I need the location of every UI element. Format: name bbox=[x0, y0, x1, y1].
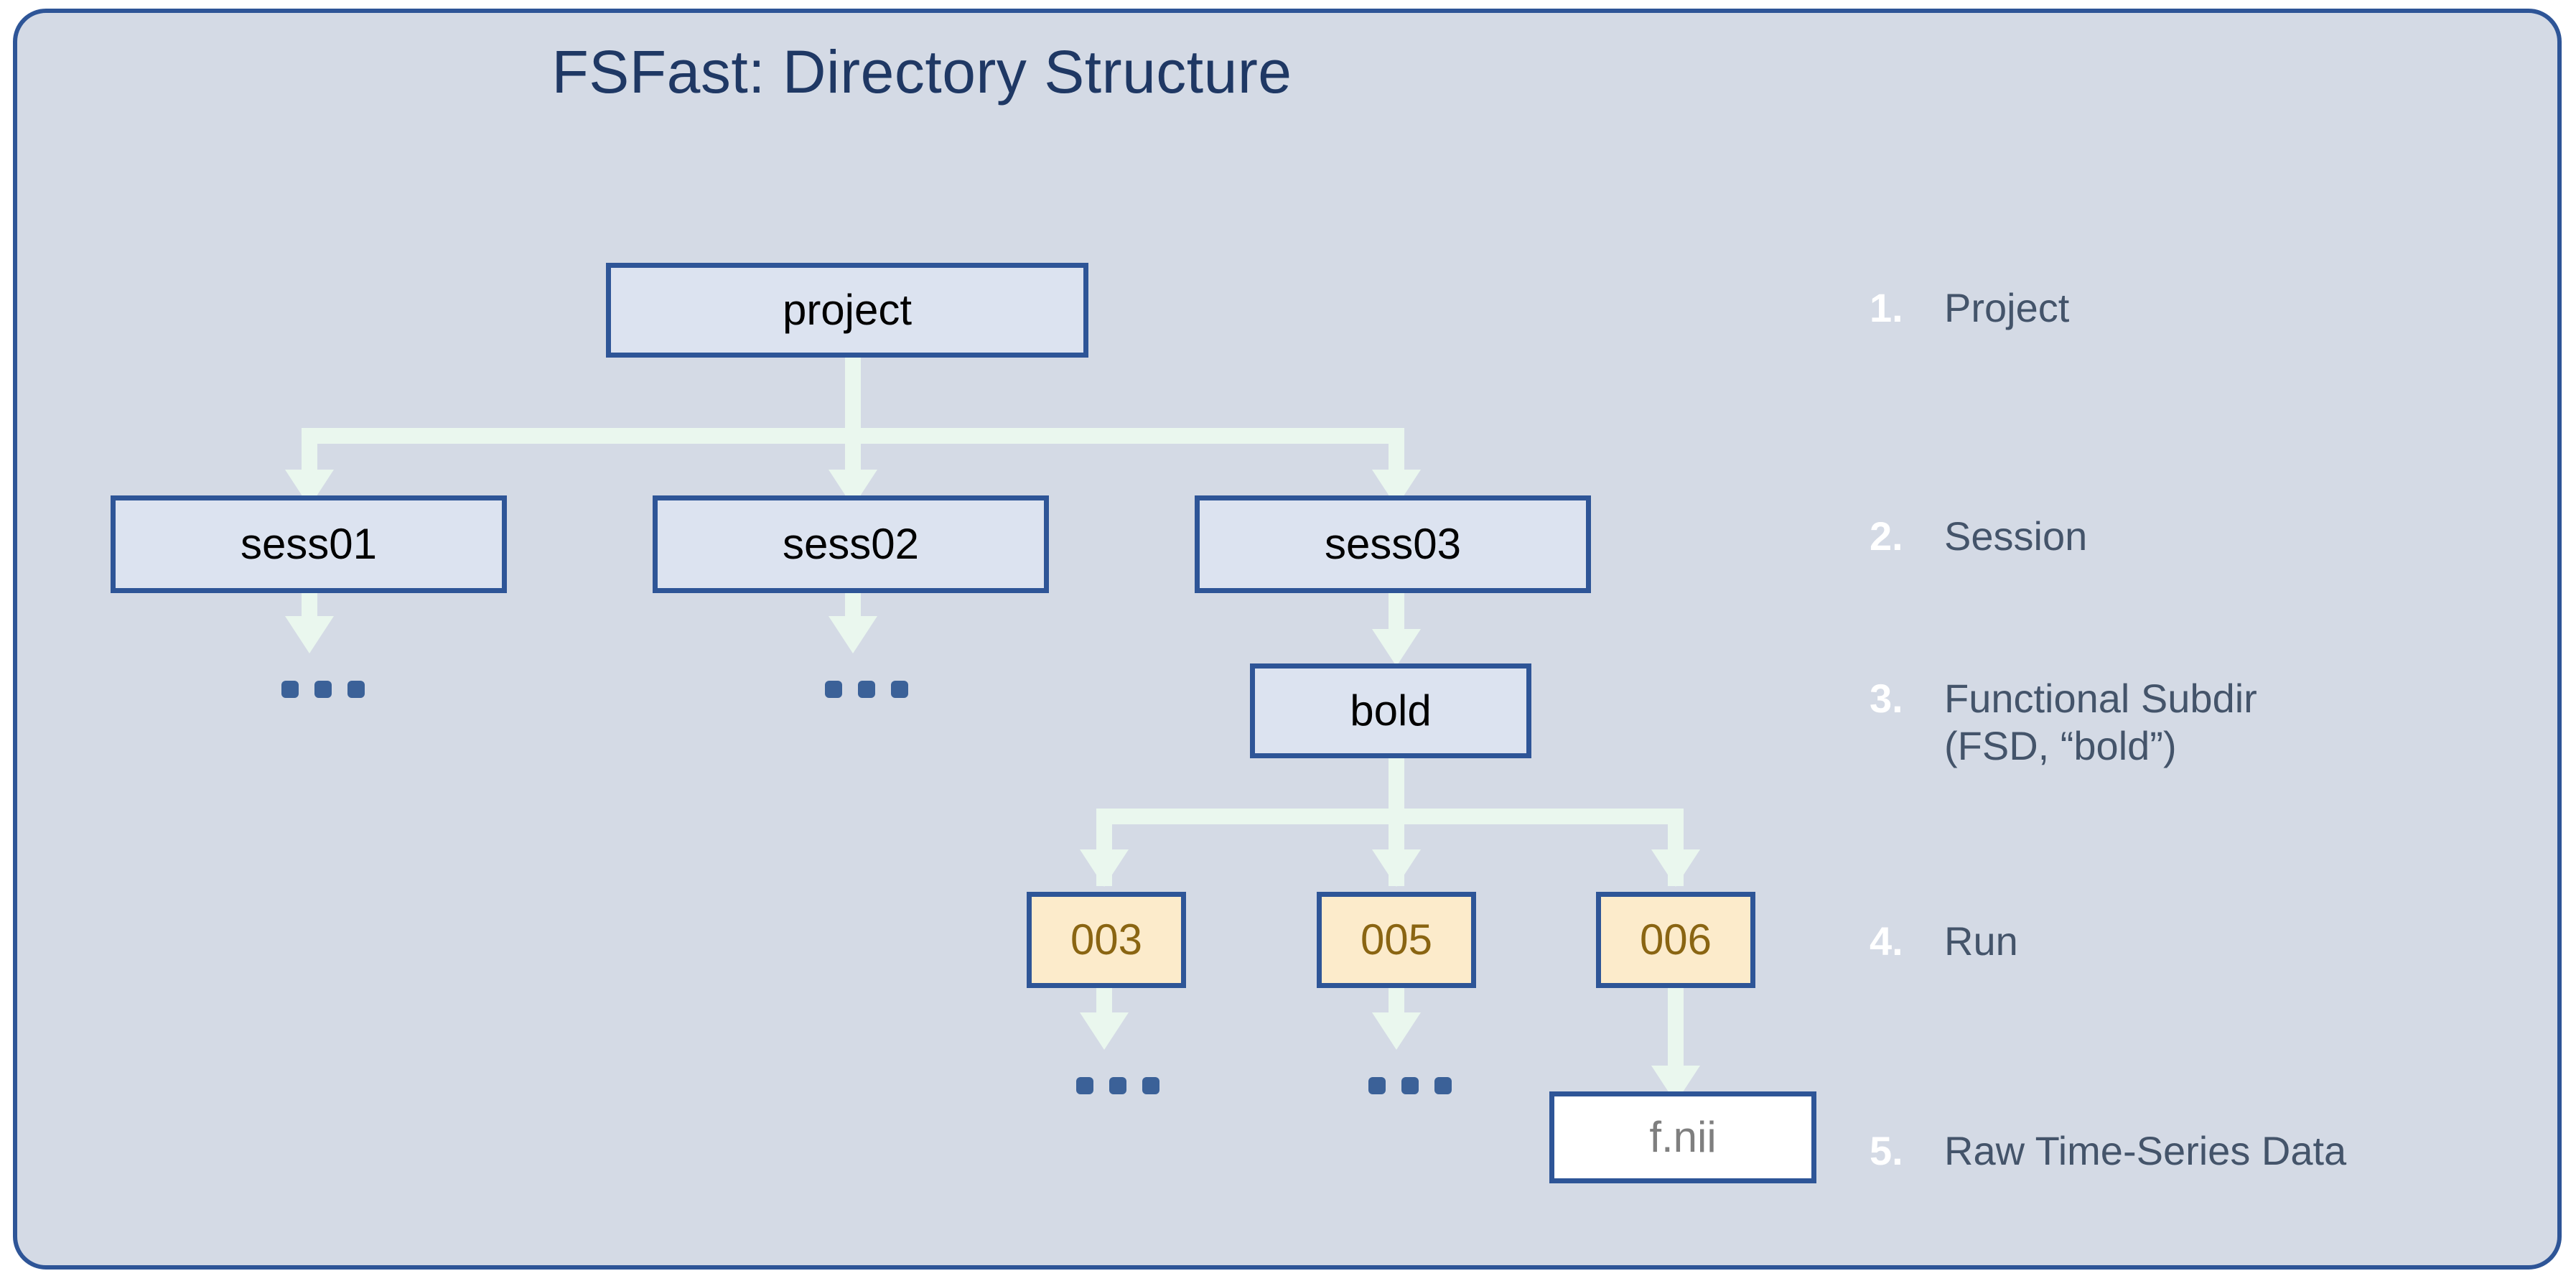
slide-canvas: FSFast: Directory Structure project se bbox=[13, 9, 2562, 1270]
node-run-005-label: 005 bbox=[1360, 916, 1433, 964]
ellipsis-run005 bbox=[1368, 1077, 1452, 1094]
node-sess01[interactable]: sess01 bbox=[111, 495, 507, 593]
node-bold[interactable]: bold bbox=[1250, 663, 1531, 758]
arrowhead-run-006 bbox=[1651, 849, 1700, 887]
legend-item-label: Run bbox=[1944, 918, 2018, 964]
ellipsis-dot bbox=[1109, 1077, 1126, 1094]
ellipsis-sess02 bbox=[825, 681, 908, 698]
legend-item-label: Raw Time-Series Data bbox=[1944, 1128, 2347, 1173]
ellipsis-dot bbox=[858, 681, 875, 698]
node-sess03-label: sess03 bbox=[1324, 520, 1462, 568]
arrowhead-run005-ellipsis bbox=[1372, 1012, 1421, 1050]
node-bold-label: bold bbox=[1350, 686, 1432, 735]
node-run-003-label: 003 bbox=[1070, 916, 1143, 964]
legend-item-run: 4. Run bbox=[1870, 918, 2018, 965]
legend-item-number: 1. bbox=[1870, 285, 1903, 330]
ellipsis-dot bbox=[314, 681, 332, 698]
legend-item-number: 2. bbox=[1870, 513, 1903, 559]
node-sess02-label: sess02 bbox=[782, 520, 920, 568]
arrowhead-sess01-ellipsis bbox=[285, 616, 334, 653]
legend-item-number: 4. bbox=[1870, 918, 1903, 964]
node-file-fnii[interactable]: f.nii bbox=[1549, 1091, 1816, 1183]
node-sess03[interactable]: sess03 bbox=[1195, 495, 1591, 593]
arrowhead-run-003 bbox=[1080, 849, 1129, 887]
legend-item-project: 1. Project bbox=[1870, 284, 2069, 332]
ellipsis-dot bbox=[891, 681, 908, 698]
node-run-006[interactable]: 006 bbox=[1596, 892, 1755, 988]
arrowhead-sess02-ellipsis bbox=[829, 616, 877, 653]
legend-item-label: Project bbox=[1944, 285, 2070, 330]
node-run-003[interactable]: 003 bbox=[1027, 892, 1186, 988]
ellipsis-dot bbox=[1076, 1077, 1093, 1094]
node-file-fnii-label: f.nii bbox=[1649, 1113, 1717, 1161]
node-run-005[interactable]: 005 bbox=[1317, 892, 1476, 988]
ellipsis-dot bbox=[1401, 1077, 1419, 1094]
legend-item-raw-time-series-data: 5. Raw Time-Series Data bbox=[1870, 1127, 2346, 1175]
page-title: FSFast: Directory Structure bbox=[551, 38, 1292, 106]
ellipsis-dot bbox=[281, 681, 299, 698]
ellipsis-sess01 bbox=[281, 681, 365, 698]
node-sess01-label: sess01 bbox=[240, 520, 378, 568]
arrowhead-run-005 bbox=[1372, 849, 1421, 887]
legend-item-number: 3. bbox=[1870, 676, 1903, 721]
connector-run006-file bbox=[1668, 988, 1684, 1080]
node-project[interactable]: project bbox=[606, 263, 1088, 358]
ellipsis-dot bbox=[1368, 1077, 1386, 1094]
legend-item-session: 2. Session bbox=[1870, 513, 2087, 560]
legend-item-label: Functional Subdir (FSD, “bold”) bbox=[1944, 676, 2257, 769]
node-project-label: project bbox=[782, 286, 913, 334]
node-run-006-label: 006 bbox=[1639, 916, 1712, 964]
arrowhead-bold bbox=[1372, 629, 1421, 666]
ellipsis-dot bbox=[1142, 1077, 1159, 1094]
node-sess02[interactable]: sess02 bbox=[653, 495, 1049, 593]
legend-item-label: Session bbox=[1944, 513, 2088, 559]
ellipsis-run003 bbox=[1076, 1077, 1159, 1094]
connector-project-trunk bbox=[845, 358, 861, 429]
legend-item-functional-subdir: 3. Functional Subdir (FSD, “bold”) bbox=[1870, 675, 2257, 770]
ellipsis-dot bbox=[1434, 1077, 1452, 1094]
legend-item-number: 5. bbox=[1870, 1128, 1903, 1173]
ellipsis-dot bbox=[347, 681, 365, 698]
arrowhead-run003-ellipsis bbox=[1080, 1012, 1129, 1050]
ellipsis-dot bbox=[825, 681, 842, 698]
